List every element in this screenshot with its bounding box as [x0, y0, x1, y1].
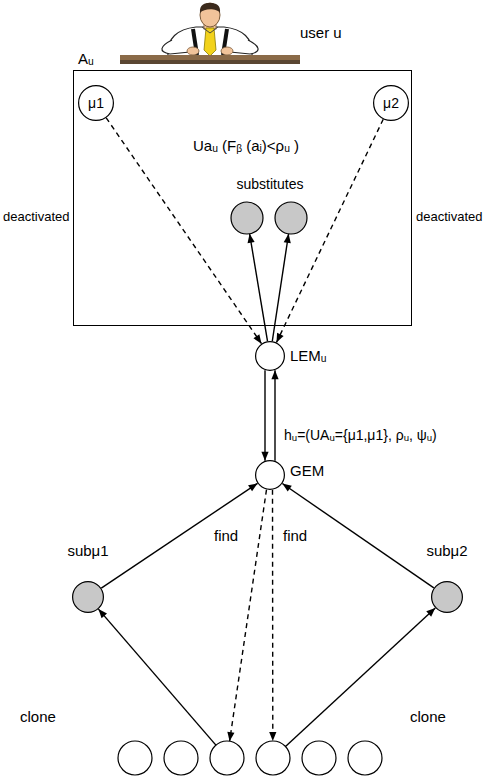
clone-arrow: [286, 608, 436, 747]
circle-shape: [374, 86, 409, 121]
layout-arrows: [98, 234, 435, 747]
substitute-circle: [275, 202, 307, 234]
agent-circle: [118, 741, 152, 775]
circle-shape: [432, 582, 463, 613]
hair: [200, 3, 220, 13]
edge-note: find: [283, 527, 307, 544]
arm: [162, 40, 190, 54]
node-text: Uaᵤ (Fᵦ (aᵢ)<ρᵤ ): [193, 137, 299, 154]
connector-arrow: [264, 370, 265, 461]
substitute-circle: subμ1: [72, 581, 104, 613]
clone-arrow: [98, 609, 215, 745]
circle-outline: [255, 341, 285, 371]
agent-circle: [256, 741, 290, 775]
hand: [187, 47, 199, 55]
substitute-circle: [231, 202, 263, 234]
agent-circle: μ1: [78, 85, 114, 121]
agent-circle: μ2: [373, 85, 409, 121]
collar: [202, 27, 218, 33]
edge-note: clone: [20, 708, 56, 725]
find-arrow: [272, 490, 274, 741]
circle-shape: [256, 342, 285, 371]
head: [200, 3, 220, 27]
node-text: subμ1: [67, 542, 108, 559]
agent-circle: [210, 741, 244, 775]
global-manager-circle: GEM: [255, 460, 285, 490]
agent-circle: [302, 741, 336, 775]
user-figure: [120, 3, 300, 64]
substitute-circles: [231, 202, 307, 234]
circle-shape: [79, 86, 114, 121]
connector-arrow: [282, 484, 433, 588]
circle-shape: [73, 582, 104, 613]
connector-arrow: [274, 370, 275, 461]
agent-circle: [348, 741, 382, 775]
edge-note: deactivated: [416, 210, 483, 225]
local-manager-circle: LEMᵤ: [255, 341, 285, 371]
node-text: LEMᵤ: [290, 347, 327, 364]
node-text: subμ2: [426, 542, 467, 559]
node-text: GEM: [290, 462, 324, 479]
edge-note: deactivated: [3, 210, 70, 225]
tie: [204, 28, 216, 56]
agent-set-box: AᵤUaᵤ (Fᵦ (aᵢ)<ρᵤ )substitutesμ1μ2: [73, 70, 412, 326]
agent-row: [118, 741, 382, 775]
message-formula: hᵤ=(UAᵤ={μ1,μ1}, ρᵤ, ψᵤ): [284, 427, 437, 443]
substitute-circle: subμ2: [431, 581, 463, 613]
hand: [221, 47, 233, 55]
edge-note: find: [214, 527, 238, 544]
connector-arrow: [101, 483, 257, 588]
arm: [230, 40, 258, 54]
circle-outline: [431, 581, 463, 613]
node-text: Aᵤ: [78, 50, 94, 67]
circle-outline: [255, 460, 285, 490]
desk-top: [120, 55, 300, 60]
circle-outline: [72, 581, 104, 613]
node-text: μ1: [88, 95, 104, 111]
desk-edge: [120, 60, 300, 64]
node-text: μ2: [383, 95, 399, 111]
user-label: user u: [300, 24, 342, 41]
agent-circle: [164, 741, 198, 775]
edge-note: clone: [410, 708, 446, 725]
node-text: substitutes: [237, 176, 304, 192]
circle-shape: [256, 461, 285, 490]
